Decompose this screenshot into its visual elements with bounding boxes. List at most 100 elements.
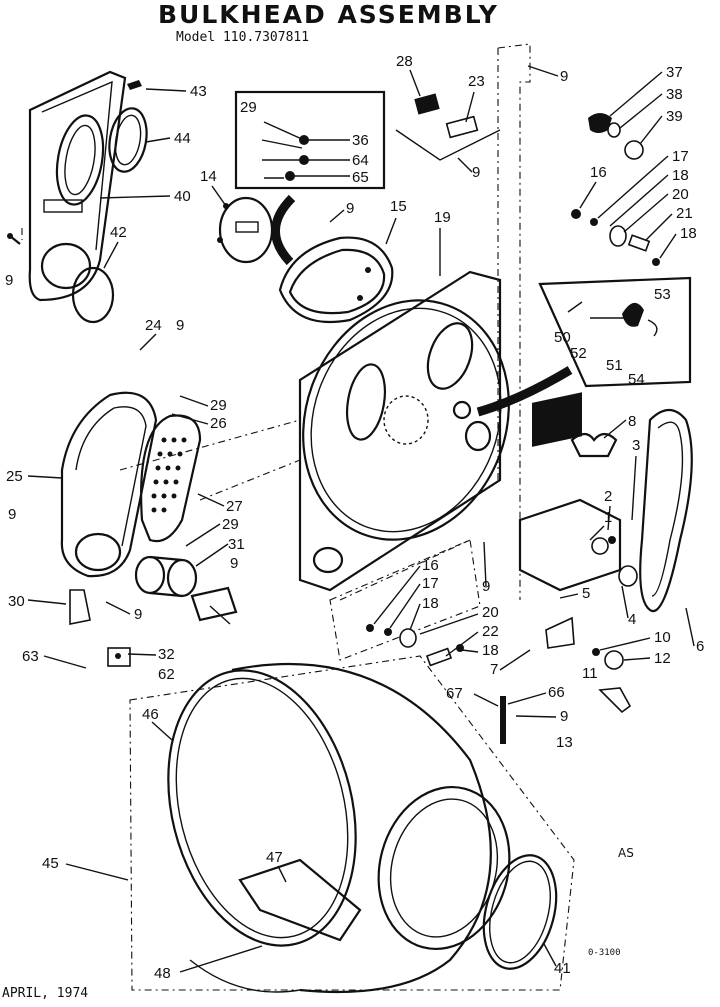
blower-wheel-14 [217,196,274,264]
label-38: 38 [666,86,683,103]
label-16: 16 [422,557,439,574]
seal-44 [108,107,148,173]
front-bulkhead-19 [298,270,510,592]
label-7: 7 [490,661,498,678]
label-43: 43 [190,83,207,100]
dash-box-right [497,43,531,600]
blower-housing-15 [278,236,394,324]
label-3: 3 [632,437,640,454]
label-16: 16 [590,164,607,181]
motor-1 [518,392,638,592]
diagram-title: BULKHEAD ASSEMBLY [158,0,499,29]
bracket-32 [190,586,238,625]
label-9: 9 [560,708,568,725]
screw-9-left [7,233,21,245]
label-41: 41 [554,960,571,977]
label-9: 9 [176,317,184,334]
label-9: 9 [560,68,568,85]
label-24: 24 [145,317,162,334]
label-29: 29 [210,397,227,414]
pointer-arrow-latch [476,366,573,417]
lint-duct-25 [60,391,158,578]
label-51: 51 [606,357,623,374]
label-13: 13 [556,734,573,751]
label-48: 48 [154,965,171,982]
clip-8 [570,432,618,458]
label-9: 9 [346,200,354,217]
label-22: 22 [482,623,499,640]
label-53: 53 [654,286,671,303]
label-44: 44 [174,130,191,147]
dash-links [21,228,471,601]
label-20: 20 [482,604,499,621]
switch-62 [107,647,131,667]
thermostat-28 [395,93,501,161]
label-47: 47 [266,849,283,866]
label-8: 8 [628,413,636,430]
label-29: 29 [240,99,257,116]
label-5: 5 [582,585,590,602]
label-23: 23 [468,73,485,90]
label-50: 50 [554,329,571,346]
label-26: 26 [210,415,227,432]
label-18: 18 [482,642,499,659]
drum-support-parts [329,539,481,667]
footer-date: APRIL, 1974 [2,986,89,1001]
clip-43 [127,80,142,90]
label-18: 18 [672,167,689,184]
leader-lines [27,65,695,973]
label-6: 6 [696,638,704,655]
drum-45 [129,655,575,994]
label-10: 10 [654,629,671,646]
label-9: 9 [134,606,142,623]
label-9: 9 [482,578,490,595]
label-66: 66 [548,684,565,701]
rear-bulkhead-panel-40 [28,70,127,302]
label-17: 17 [672,148,689,165]
label-11: 11 [582,665,598,682]
label-19: 19 [434,209,451,226]
label-17: 17 [422,575,439,592]
label-4: 4 [628,611,636,628]
model-number: Model 110.7307811 [176,30,310,45]
bracket-30 [69,589,91,625]
label-25: 25 [6,468,23,485]
label-21: 21 [676,205,693,222]
inset-box-latch [538,276,692,388]
part-13 [598,687,632,714]
label-64: 64 [352,152,369,169]
label-45: 45 [42,855,59,872]
label-52: 52 [570,345,587,362]
inset-box-screws [234,90,386,190]
label-9: 9 [230,555,238,572]
label-29: 29 [222,516,239,533]
label-9: 9 [5,272,13,289]
label-54: 54 [628,371,645,388]
idler-shaft-parts [571,209,660,266]
label-30: 30 [8,593,25,610]
lint-screen-27 [140,414,202,543]
label-15: 15 [390,198,407,215]
label-1: 1 [604,509,612,526]
support-66 [500,696,506,744]
idler-bracket-10 [545,616,624,670]
label-12: 12 [654,650,671,667]
label-65: 65 [352,169,369,186]
label-67: 67 [446,685,463,702]
label-39: 39 [666,108,683,125]
pointer-arrow-inset [271,194,296,266]
label-20: 20 [672,186,689,203]
idler-pulley-parts [588,113,644,160]
label-18: 18 [422,595,439,612]
label-27: 27 [226,498,243,515]
label-31: 31 [228,536,245,553]
label-63: 63 [22,648,39,665]
label-2: 2 [604,488,612,505]
label-36: 36 [352,132,369,149]
seal-41 [482,854,558,970]
code-as: AS [618,846,634,860]
label-14: 14 [200,168,217,185]
label-37: 37 [666,64,683,81]
belt-6 [639,408,693,613]
